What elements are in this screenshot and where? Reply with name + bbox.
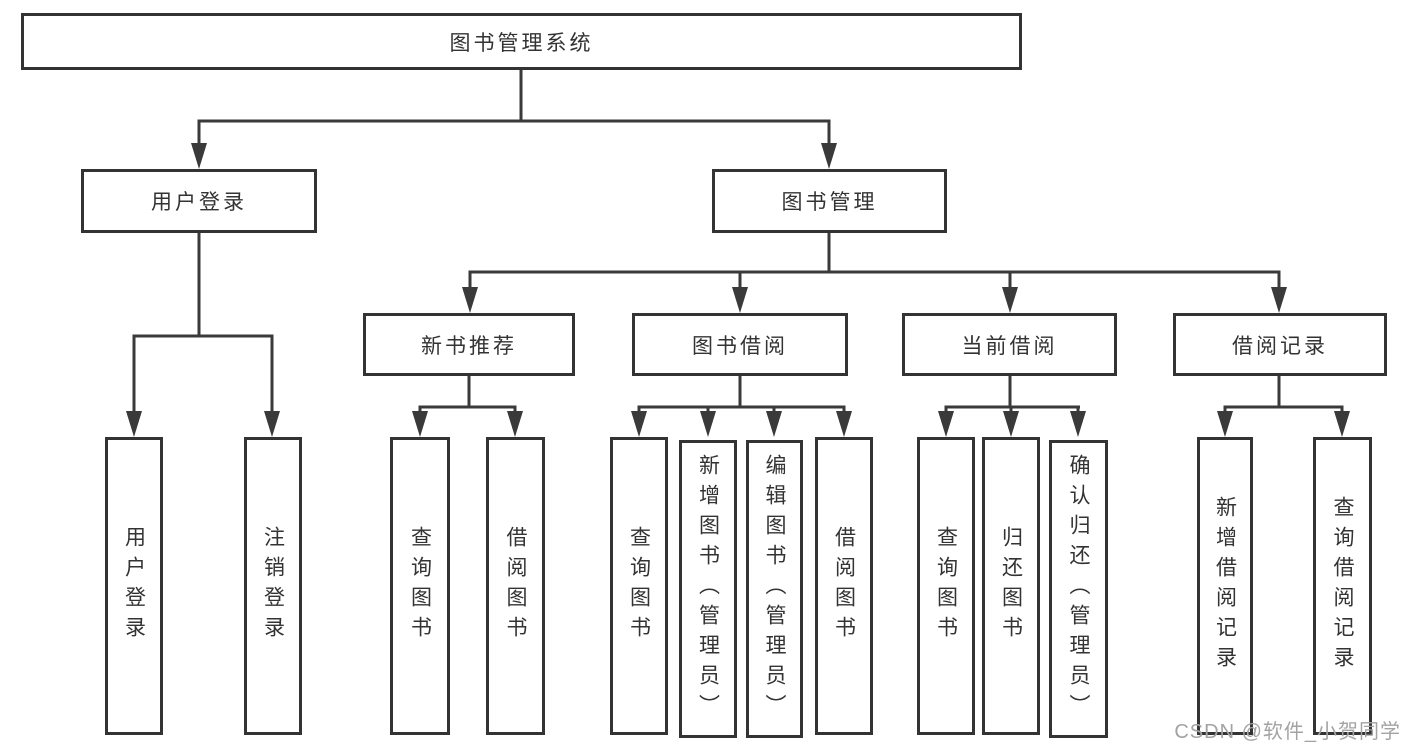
leaf-query-borrow-record: 查询借阅记录: [1313, 437, 1372, 735]
node-book-borrow-label: 图书借阅: [692, 334, 788, 358]
leaf-return-book: 归还图书: [982, 437, 1040, 735]
root-node-label: 图书管理系统: [449, 31, 594, 55]
leaf-query-book-recommend: 查询图书: [390, 437, 450, 735]
leaf-borrow-book: 借阅图书: [815, 437, 873, 735]
leaf-query-borrow-record-label: 查询借阅记录: [1331, 496, 1354, 676]
leaf-edit-book-admin: 编辑图书（管理员）: [746, 440, 803, 738]
leaf-query-book-current-label: 查询图书: [934, 526, 958, 646]
node-book-management-label: 图书管理: [781, 191, 878, 214]
root-node: 图书管理系统: [21, 13, 1022, 70]
leaf-add-book-admin: 新增图书（管理员）: [679, 440, 737, 738]
node-new-book-recommend: 新书推荐: [363, 313, 575, 376]
leaf-borrow-book-recommend: 借阅图书: [486, 437, 545, 735]
leaf-borrow-book-recommend-label: 借阅图书: [504, 526, 527, 646]
node-user-login: 用户登录: [81, 169, 317, 233]
leaf-user-login: 用户登录: [105, 437, 163, 735]
leaf-add-borrow-record: 新增借阅记录: [1197, 437, 1253, 735]
leaf-borrow-book-label: 借阅图书: [832, 526, 856, 646]
leaf-query-book-borrow-label: 查询图书: [627, 526, 651, 646]
leaf-logout-label: 注销登录: [261, 526, 285, 646]
node-current-borrow-label: 当前借阅: [961, 334, 1058, 358]
arrowheads: [126, 143, 1350, 437]
leaf-query-book-borrow: 查询图书: [610, 437, 668, 735]
node-borrow-records-label: 借阅记录: [1232, 334, 1328, 358]
node-book-borrow: 图书借阅: [632, 313, 848, 376]
leaf-query-book-current: 查询图书: [917, 437, 975, 735]
leaf-user-login-label: 用户登录: [122, 526, 146, 646]
leaf-confirm-return-admin: 确认归还（管理员）: [1049, 440, 1108, 738]
leaf-edit-book-admin-label: 编辑图书（管理员）: [763, 454, 786, 724]
node-new-book-recommend-label: 新书推荐: [421, 334, 517, 358]
node-user-login-label: 用户登录: [151, 191, 247, 214]
leaf-logout: 注销登录: [244, 437, 302, 735]
leaf-return-book-label: 归还图书: [999, 526, 1023, 646]
node-book-management: 图书管理: [712, 169, 947, 233]
node-current-borrow: 当前借阅: [902, 313, 1117, 376]
leaf-confirm-return-admin-label: 确认归还（管理员）: [1067, 454, 1090, 724]
leaf-query-book-recommend-label: 查询图书: [408, 526, 432, 646]
leaf-add-borrow-record-label: 新增借阅记录: [1213, 496, 1237, 676]
csdn-watermark: CSDN @软件_小贺同学: [1174, 721, 1401, 743]
leaf-add-book-admin-label: 新增图书（管理员）: [696, 454, 720, 724]
node-borrow-records: 借阅记录: [1173, 313, 1387, 376]
